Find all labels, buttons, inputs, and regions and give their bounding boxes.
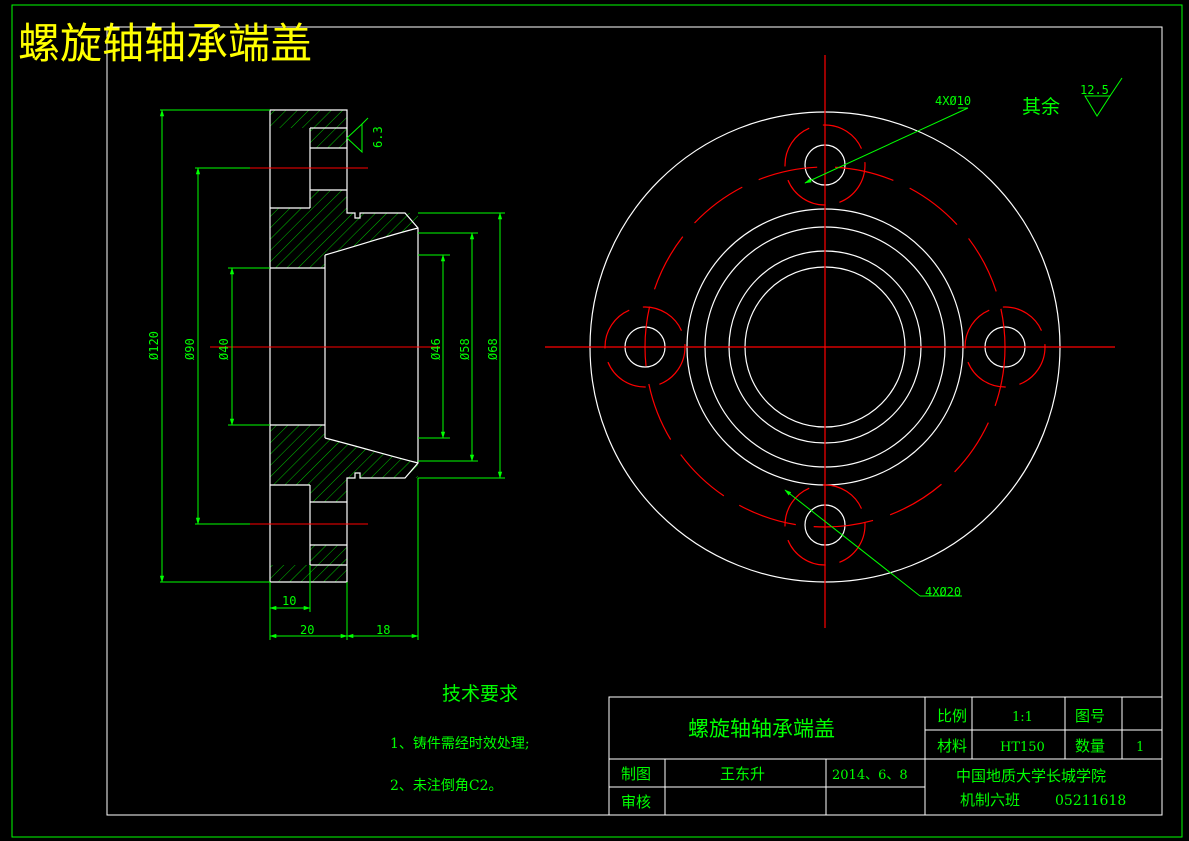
dim-w10: 10 (282, 594, 296, 608)
tb-student-id: 05211618 (1055, 793, 1126, 809)
front-view: 4XØ10 4XØ20 12.5 其余 (545, 55, 1123, 628)
hole-large-label: 4XØ20 (925, 585, 961, 599)
section-view: Ø120 Ø90 Ø40 Ø46 Ø58 Ø68 10 20 18 6.3 (147, 109, 505, 640)
dim-d120: Ø120 (147, 331, 161, 360)
tech-heading: 技术要求 (442, 683, 518, 705)
tb-school: 中国地质大学长城学院 (956, 767, 1106, 785)
tb-scale-value: 1:1 (1012, 710, 1033, 725)
roughness-local: 6.3 (371, 126, 385, 148)
tb-material-label: 材料 (937, 737, 967, 755)
tb-part-name: 螺旋轴轴承端盖 (688, 717, 835, 741)
dim-w20: 20 (300, 623, 314, 637)
outer-border (11, 4, 1183, 838)
dim-d58: Ø58 (458, 338, 472, 360)
dim-d90: Ø90 (183, 338, 197, 360)
tb-scale-label: 比例 (937, 707, 967, 725)
tb-drawn-label: 制图 (621, 765, 651, 783)
hatch-top-web (270, 190, 418, 268)
dim-w18: 18 (376, 623, 390, 637)
tb-drawn-by: 王东升 (720, 765, 765, 783)
title-block: 螺旋轴轴承端盖 比例 1:1 图号 材料 HT150 数量 1 制图 王东升 2… (608, 696, 1163, 816)
tech-requirements: 技术要求 1、铸件需经时效处理; 2、未注倒角C2。 (390, 683, 530, 794)
tb-drawing-no-label: 图号 (1075, 707, 1105, 725)
hatch-top (270, 110, 347, 148)
drawing-title: 螺旋轴轴承端盖 (18, 19, 312, 68)
tb-quantity-value: 1 (1136, 740, 1144, 755)
tb-date: 2014、6、8 (832, 768, 908, 783)
hole-small-label: 4XØ10 (935, 94, 971, 108)
tb-material-value: HT150 (1000, 740, 1045, 755)
tb-quantity-label: 数量 (1075, 737, 1105, 755)
hatch-bottom (270, 545, 347, 582)
roughness-rest-label: 其余 (1022, 96, 1060, 118)
tech-item-2: 2、未注倒角C2。 (390, 778, 503, 794)
roughness-rest-value: 12.5 (1080, 83, 1109, 97)
hatch-bottom-web (270, 425, 418, 502)
dim-d40: Ø40 (217, 338, 231, 360)
tb-class: 机制六班 (960, 791, 1020, 809)
dim-d46: Ø46 (429, 338, 443, 360)
tb-checked-label: 审核 (621, 793, 651, 811)
dim-d68: Ø68 (486, 338, 500, 360)
tech-item-1: 1、铸件需经时效处理; (390, 736, 530, 752)
